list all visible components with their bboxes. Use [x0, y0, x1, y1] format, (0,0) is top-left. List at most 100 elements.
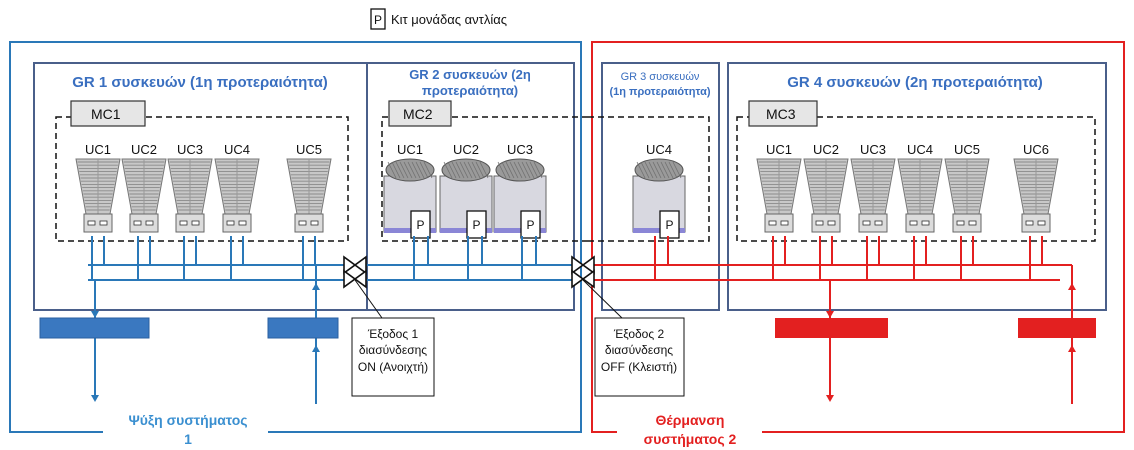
fan-grill [672, 161, 682, 179]
pipes-layer [88, 236, 1076, 404]
output-2-callout [594, 317, 685, 397]
output-2-line3: OFF (Κλειστή) [601, 360, 677, 374]
unit-base [905, 213, 935, 233]
flow-arrow-icon [1068, 283, 1076, 290]
mc1-label: MC1 [91, 106, 121, 122]
mc1-control-boundary [55, 116, 349, 242]
pump-kit-icon [410, 210, 431, 239]
fan-grill [501, 161, 511, 179]
pump-legend-label: Κιτ μονάδας αντλίας [391, 12, 507, 27]
fan-grill [517, 161, 527, 179]
port-icon [921, 220, 930, 226]
unit-base-strip [384, 228, 436, 233]
system-1-boundary [9, 41, 582, 433]
port-icon [827, 220, 836, 226]
system-1-load-left [39, 317, 150, 339]
flow-arrow-icon [826, 311, 834, 318]
port-icon [968, 220, 977, 226]
system-2-label-line1: Θέρμανση [656, 412, 725, 428]
fan-grill [656, 161, 666, 179]
unit-label: UC4 [224, 142, 250, 157]
flow-arrow-icon [312, 345, 320, 352]
unit-g1-0: UC1 [75, 142, 121, 233]
group-3-box [601, 62, 720, 311]
unit-g4-3: UC4 [897, 142, 943, 233]
fan-grill [403, 161, 413, 179]
fan-grill [455, 161, 465, 179]
unit-base [811, 213, 841, 233]
unit-base [1021, 213, 1051, 233]
port-icon [226, 220, 235, 226]
fan-icon [495, 158, 545, 182]
fan-grill [525, 161, 535, 179]
system-2-load-left [775, 318, 888, 338]
unit-label: UC2 [813, 142, 839, 157]
unit-base [858, 213, 888, 233]
fan-grill [640, 161, 650, 179]
fan-grill [395, 161, 405, 179]
valve-2-icon [571, 255, 595, 289]
fan-icon [385, 158, 435, 182]
port-icon [1025, 220, 1034, 226]
mc2-control-boundary-left [381, 116, 588, 242]
fan-grill [471, 161, 481, 179]
mc2-label: MC2 [403, 106, 433, 122]
unit-g4-4: UC5 [944, 142, 990, 233]
unit-label: UC3 [860, 142, 886, 157]
fan-grill [668, 161, 678, 179]
system-1-load-right [267, 317, 339, 339]
output-1-leader [354, 279, 383, 319]
output-2-line2: διασύνδεσης [605, 343, 673, 357]
unit-g1-3: UC4 [214, 142, 260, 233]
unit-base [952, 213, 982, 233]
unit-label: UC5 [954, 142, 980, 157]
port-icon [99, 220, 108, 226]
port-icon [874, 220, 883, 226]
fan-grill [475, 161, 485, 179]
unit-base [222, 213, 252, 233]
port-icon [862, 220, 871, 226]
unit-label: UC4 [646, 142, 672, 157]
fan-grill [411, 161, 421, 179]
mc1-box [70, 100, 146, 127]
unit-base-strip [633, 228, 685, 233]
unit-label: UC5 [296, 142, 322, 157]
port-icon [238, 220, 247, 226]
unit-label: UC1 [397, 142, 423, 157]
group-3-title-line1: GR 3 συσκευών [621, 71, 700, 83]
unit-g4-2: UC3 [850, 142, 896, 233]
group-4-title: GR 4 συσκευών (2η προτεραιότητα) [787, 74, 1043, 91]
fan-grill [387, 161, 397, 179]
output-1-callout [351, 317, 435, 397]
port-icon [1037, 220, 1046, 226]
group-1-title: GR 1 συσκευών (1η προτεραιότητα) [72, 74, 328, 91]
unit-g1-1: UC2 [121, 142, 167, 233]
unit-base [294, 213, 324, 233]
pump-kit-icon [520, 210, 541, 239]
port-icon [179, 220, 188, 226]
group-2-title-line2: προτεραιότητα) [422, 83, 518, 98]
fan-grill [447, 161, 457, 179]
unit-g1-4: UC5 [286, 142, 332, 233]
fan-grill [399, 161, 409, 179]
port-icon [87, 220, 96, 226]
flow-arrow-icon [826, 395, 834, 402]
mc3-box [748, 100, 818, 127]
port-icon [298, 220, 307, 226]
system-2-label-line2: συστήματος 2 [644, 431, 737, 447]
unit-base [764, 213, 794, 233]
fan-grill [479, 161, 489, 179]
port-icon [956, 220, 965, 226]
fan-grill [509, 161, 519, 179]
unit-g1-2: UC3 [167, 142, 213, 233]
fan-grill [513, 161, 523, 179]
fan-grill [529, 161, 539, 179]
port-icon [310, 220, 319, 226]
flow-arrow-icon [91, 395, 99, 402]
flow-arrow-icon [91, 311, 99, 318]
flow-arrow-icon [1068, 345, 1076, 352]
system-2-boundary [591, 41, 1125, 433]
